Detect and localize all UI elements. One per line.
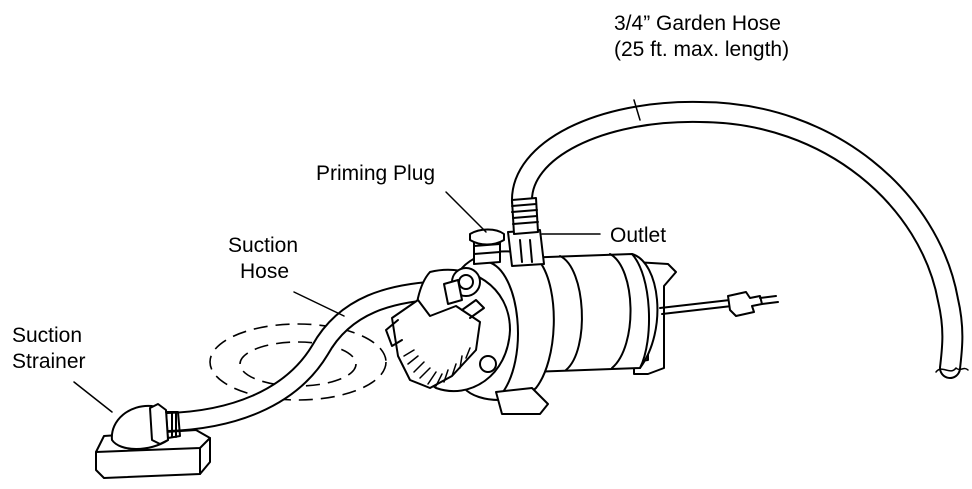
pump (385, 197, 779, 415)
garden-hose (511, 100, 969, 379)
grip-ribs (403, 347, 471, 387)
priming-plug-label: Priming Plug (316, 162, 435, 185)
suction-hose-label-line1: Suction (228, 234, 298, 257)
suction-strainer-label-line2: Strainer (12, 350, 86, 373)
outlet-label: Outlet (610, 224, 666, 247)
garden-hose-label-line1: 3/4” Garden Hose (614, 12, 781, 35)
leader-lines (73, 99, 641, 413)
garden-hose-label-line2: (25 ft. max. length) (614, 38, 789, 61)
outlet-threads (511, 203, 539, 225)
suction-strainer (95, 403, 211, 479)
suction-hose-label-line2: Hose (240, 260, 289, 283)
suction-hose-coil (209, 323, 387, 401)
suction-strainer-label-line1: Suction (12, 324, 82, 347)
labels: 3/4” Garden Hose (25 ft. max. length) Pr… (12, 12, 789, 373)
